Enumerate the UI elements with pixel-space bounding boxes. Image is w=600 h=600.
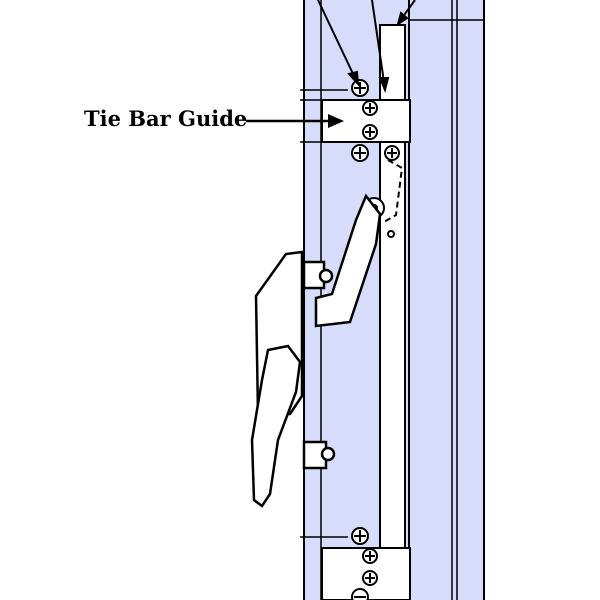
- screw-bottom-3: [362, 570, 378, 586]
- screw-top-2: [362, 100, 378, 116]
- screw-bottom-4: [351, 588, 369, 600]
- screw-top-3: [362, 124, 378, 140]
- tie-bar-guide-label: Tie Bar Guide: [84, 106, 248, 131]
- screw-top-4: [351, 144, 369, 162]
- screw-top-5: [384, 145, 400, 161]
- screw-top-1: [351, 79, 369, 97]
- phillips-screw-icon-group: [351, 79, 400, 600]
- screw-bottom-2: [362, 548, 378, 564]
- arrow-right-icon: [246, 114, 344, 128]
- screw-bottom-1: [351, 527, 369, 545]
- tie-bar-guide-top: [300, 89, 411, 143]
- cam-handle: [250, 193, 382, 508]
- leader-lines: [317, 0, 416, 94]
